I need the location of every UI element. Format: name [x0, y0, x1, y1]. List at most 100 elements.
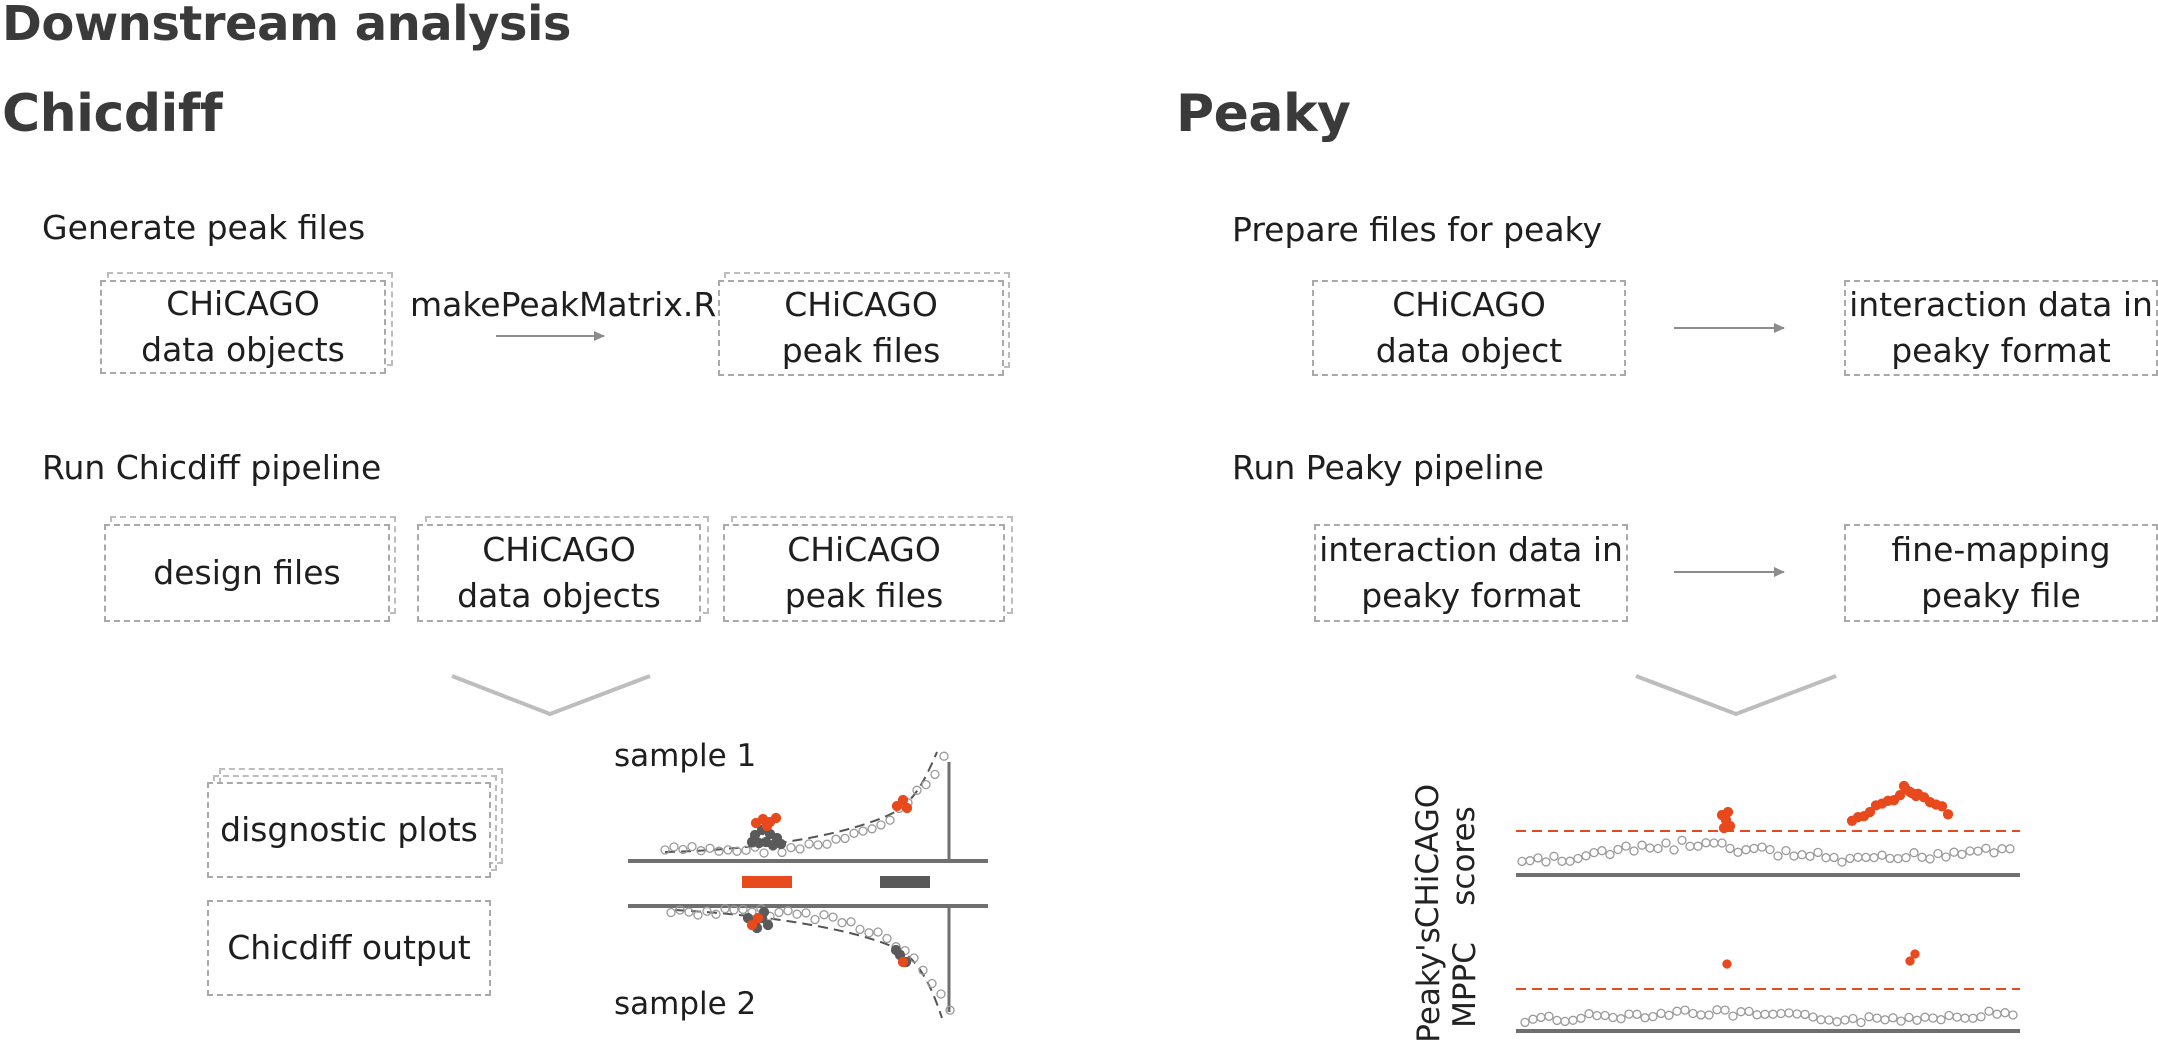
- scatter-point: [1717, 838, 1727, 848]
- scatter-point: [1701, 838, 1711, 848]
- scatter-point: [927, 978, 937, 989]
- scatter-point: [1813, 847, 1823, 858]
- peaky-schematic: [1516, 780, 2020, 1033]
- scatter-point: [1728, 1011, 1738, 1021]
- scatter-point: [666, 907, 676, 918]
- scatter-point: [2008, 1010, 2018, 1020]
- scatter-point: [1696, 1010, 1706, 1020]
- scatter-point: [1741, 845, 1751, 855]
- scatter-point: [1821, 853, 1831, 863]
- scatter-point: [1773, 851, 1783, 861]
- scatter-point: [837, 918, 847, 928]
- chicdiff-chevron: [451, 674, 651, 717]
- scatter-point: [1573, 853, 1583, 864]
- peaky-step2-title: Run Peaky pipeline: [1232, 448, 1544, 487]
- scatter-point: [1869, 852, 1879, 863]
- scatter-point: [1632, 1009, 1642, 1019]
- scatter-point: [1992, 1009, 2002, 1019]
- scatter-point: [759, 848, 769, 858]
- scatter-point: [867, 824, 877, 834]
- box-line: peaky file: [1921, 576, 2081, 615]
- scatter-point: [1853, 852, 1863, 862]
- scatter-point: [1909, 848, 1919, 858]
- scatter-point-highlight: [1910, 949, 1920, 959]
- scatter-point-highlight: [901, 802, 913, 814]
- chicdiff-schematic: [628, 751, 988, 1019]
- scatter-point: [873, 927, 883, 937]
- scatter-point-dark: [746, 836, 758, 848]
- scatter-point: [702, 906, 712, 916]
- scatter-point: [795, 844, 805, 854]
- scatter-point-highlight: [761, 820, 773, 832]
- scatter-point: [1629, 846, 1639, 856]
- scatter-point: [705, 843, 715, 853]
- scatter-point: [1517, 856, 1527, 867]
- scatter-point: [801, 908, 811, 918]
- scatter-point: [777, 847, 787, 858]
- scatter-point: [1653, 843, 1663, 854]
- scatter-point: [1733, 847, 1743, 857]
- scatter-point: [714, 846, 724, 856]
- scatter-point: [1784, 1008, 1794, 1018]
- scatter-point: [1765, 844, 1775, 855]
- scatter-point: [1925, 854, 1935, 864]
- scatter-point: [729, 905, 739, 915]
- scatter-point-highlight: [1864, 806, 1876, 818]
- scatter-point: [936, 989, 946, 999]
- peaky-heading: Peaky: [1176, 84, 1351, 144]
- scatter-point-highlight: [1936, 801, 1948, 812]
- scatter-point-dark: [775, 838, 787, 850]
- scatter-point: [1637, 840, 1647, 850]
- scatter-point: [819, 910, 829, 920]
- scatter-point: [783, 906, 793, 916]
- box-line: peaky format: [1361, 576, 1581, 615]
- scatter-point: [2000, 1008, 2010, 1018]
- box-line: CHiCAGO: [787, 530, 941, 569]
- scatter-point: [786, 842, 796, 853]
- scatter-point: [1840, 1015, 1850, 1025]
- scatter-point: [1669, 845, 1679, 855]
- design-files-box: design files: [104, 524, 390, 622]
- scatter-point: [1533, 853, 1543, 863]
- scatter-point: [1976, 1012, 1986, 1022]
- scatter-point: [1600, 1010, 1610, 1021]
- scatter-point-highlight: [1910, 790, 1922, 802]
- scatter-point: [1880, 1015, 1890, 1025]
- scatter-point: [1736, 1007, 1746, 1017]
- page-title: Downstream analysis: [2, 0, 571, 52]
- scatter-point: [1584, 1009, 1594, 1019]
- scatter-point: [1605, 849, 1615, 860]
- box-line: disgnostic plots: [220, 810, 478, 849]
- box-line: interaction data in: [1849, 285, 2153, 324]
- scatter-point: [885, 815, 895, 825]
- scatter-point: [1557, 856, 1567, 866]
- scatter-point-highlight: [897, 794, 909, 806]
- scatter-point: [1973, 846, 1983, 856]
- scatter-point: [1904, 1012, 1914, 1023]
- scatter-point: [687, 841, 697, 852]
- scatter-point: [1981, 843, 1991, 853]
- box-line: design files: [153, 553, 341, 592]
- scatter-point: [1608, 1012, 1618, 1023]
- scatter-point: [1944, 1010, 1954, 1021]
- scatter-point-highlight: [1942, 809, 1954, 820]
- scatter-point: [684, 907, 694, 917]
- scatter-point: [1536, 1012, 1546, 1023]
- scatter-point: [912, 785, 922, 795]
- scatter-point: [660, 845, 670, 855]
- scatter-point: [822, 839, 832, 849]
- scatter-point: [1917, 852, 1927, 862]
- scatter-point: [1672, 1006, 1682, 1016]
- scatter-point-highlight: [746, 919, 758, 931]
- scatter-point: [738, 904, 748, 915]
- box-line: data object: [1375, 331, 1563, 370]
- scatter-point: [1912, 1015, 1922, 1025]
- scatter-point-highlight: [897, 956, 909, 968]
